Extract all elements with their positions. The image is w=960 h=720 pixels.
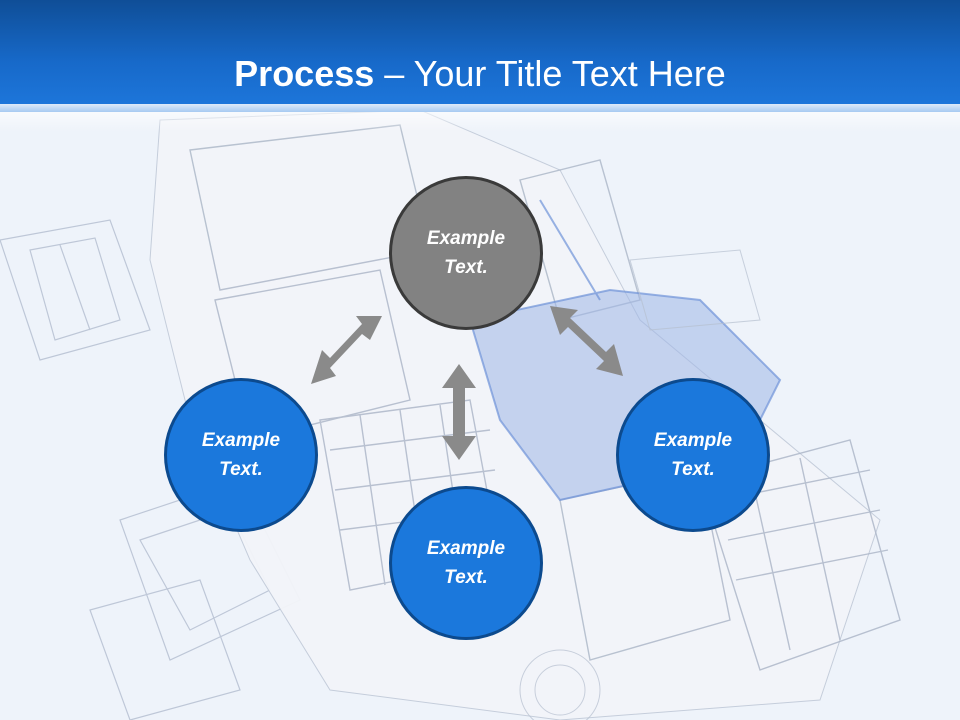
node-bottom-label: Example Text. (426, 538, 506, 588)
arrow-top-right (550, 306, 623, 376)
node-right[interactable]: Example Text. (616, 378, 770, 532)
header-bar (0, 0, 960, 112)
node-bottom[interactable]: Example Text. (389, 486, 543, 640)
node-left-label: Example Text. (201, 430, 281, 480)
title-rest: – Your Title Text Here (374, 53, 726, 94)
node-left[interactable]: Example Text. (164, 378, 318, 532)
slide-title: Process – Your Title Text Here (0, 52, 960, 96)
arrow-vertical (442, 364, 476, 460)
node-top-label: Example Text. (426, 228, 506, 278)
node-right-label: Example Text. (653, 430, 733, 480)
title-bold: Process (234, 53, 375, 94)
header-fade (0, 104, 960, 132)
node-top[interactable]: Example Text. (389, 176, 543, 330)
arrow-top-left (311, 316, 382, 384)
